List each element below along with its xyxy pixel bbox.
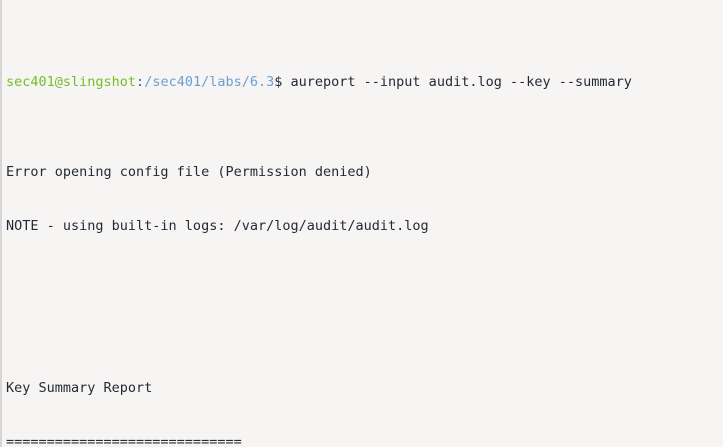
output-message-note: NOTE - using built-in logs: /var/log/aud…: [6, 218, 429, 234]
terminal-left-border: [0, 0, 2, 447]
prompt-colon: :: [136, 74, 145, 90]
prompt-line: sec401@slingshot:/sec401/labs/6.3$ aurep…: [6, 73, 723, 91]
prompt-sigil: $: [274, 74, 283, 90]
terminal-screen[interactable]: sec401@slingshot:/sec401/labs/6.3$ aurep…: [6, 1, 723, 447]
report-separator-top: =============================: [6, 434, 242, 447]
prompt-user-host: sec401@slingshot: [6, 74, 137, 90]
output-message-error: Error opening config file (Permission de…: [6, 164, 372, 180]
prompt-path: /sec401/labs/6.3: [144, 74, 275, 90]
prompt-space: [282, 74, 290, 90]
blank-line-1: [6, 289, 723, 307]
command-text: aureport --input audit.log --key --summa…: [290, 74, 632, 90]
report-title: Key Summary Report: [6, 380, 153, 396]
